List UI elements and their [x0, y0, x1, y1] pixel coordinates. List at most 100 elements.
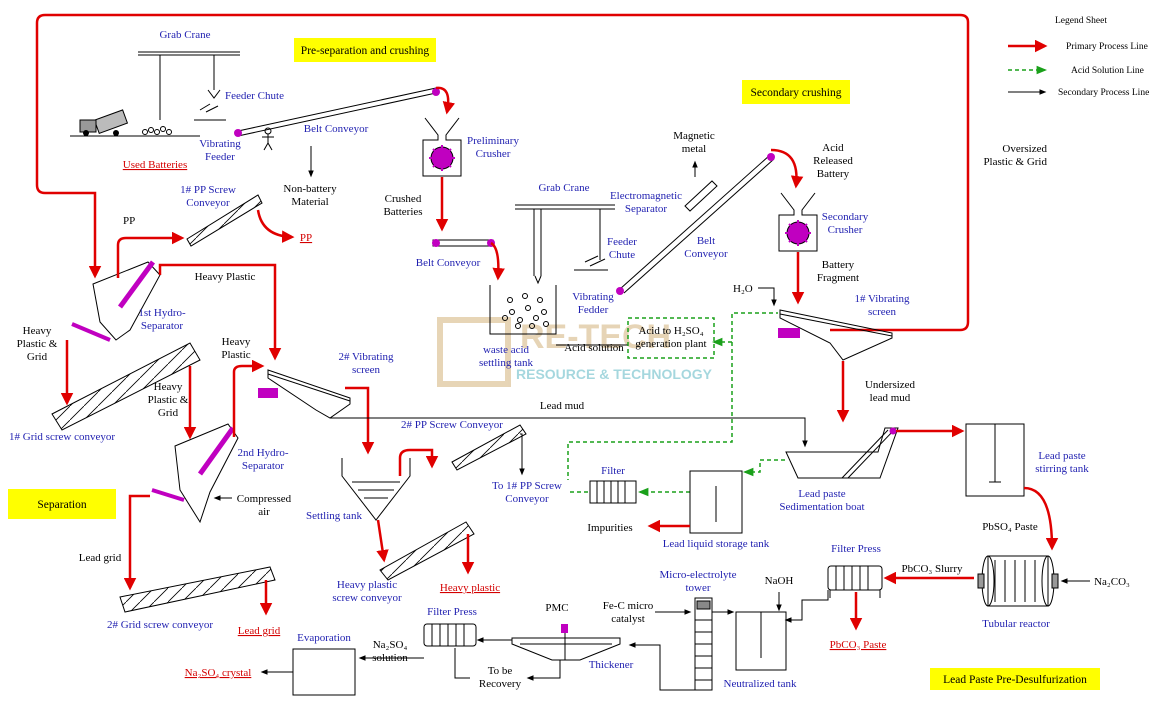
filter-unit: [589, 480, 637, 504]
vibrating-screen-1: [778, 309, 893, 361]
to-crusher-2-line: [770, 148, 804, 189]
section-desulfurization-bg: [930, 668, 1100, 690]
h2o-label: H₂O: [733, 283, 753, 295]
section-pre-separation: Pre-separation and crushing: [301, 45, 430, 57]
hydro-separator-1-label: 1st Hydro-Separator: [138, 307, 186, 332]
pp-up-line: [116, 231, 185, 278]
belt-conveyor-1: [237, 87, 437, 132]
grab-crane-1: [138, 51, 240, 120]
impurities-label: Impurities: [587, 522, 632, 534]
filter-label: Filter: [601, 465, 625, 477]
legend: Legend Sheet Primary Process Line Acid S…: [1008, 16, 1149, 98]
legend-acid-label: Acid Solution Line: [1071, 66, 1144, 76]
section-secondary-crushing: Secondary crushing: [750, 87, 841, 99]
neutralized-tank-label: Neutralized tank: [724, 678, 797, 690]
heavy-plastic-1-label: Heavy Plastic: [195, 271, 256, 283]
preliminary-crusher: [422, 117, 462, 177]
legend-title: Legend Sheet: [1055, 16, 1107, 26]
feeder-chute-2: [574, 255, 608, 271]
section-pre-separation-bg: [294, 38, 436, 62]
naoh-label: NaOH: [765, 575, 794, 587]
grid-screw-conveyor-1-label: 1# Grid screw conveyor: [9, 431, 115, 443]
used-batteries-label: Used Batteries: [123, 159, 187, 171]
feeder-chute-1-label: Feeder Chute: [225, 90, 284, 102]
lead-grid-label: Lead grid: [79, 552, 122, 564]
hydro-separator-2: [174, 423, 239, 524]
belt-conveyor-1-pulley: [234, 129, 242, 137]
pp-product-label: PP: [300, 232, 312, 244]
filter-press-1-label: Filter Press: [831, 543, 881, 555]
electromagnetic-separator: [684, 180, 718, 212]
lead-liquid-tank-label: Lead liquid storage tank: [663, 538, 770, 550]
thickener-label: Thickener: [589, 659, 634, 671]
feeder-chute-1: [194, 103, 226, 121]
hydro-separator-1: [92, 260, 161, 341]
grid-screw-conveyor-2-label: 2# Grid screw conveyor: [107, 619, 213, 631]
filter-press-1: [827, 565, 883, 598]
lead-grid-product-label: Lead grid: [238, 625, 281, 637]
legend-primary-label: Primary Process Line: [1066, 42, 1148, 52]
grid-screw-conveyor-1: [51, 342, 201, 431]
grab-crane-2: [515, 204, 615, 285]
pmc-dosing-icon: [561, 624, 568, 633]
pp-screw-conveyor-1: [186, 194, 263, 247]
belt-conveyor-3: [619, 154, 771, 290]
evaporation-label: Evaporation: [297, 632, 351, 644]
na2co3-label: Na₂CO₃: [1094, 576, 1130, 588]
acid-line-1: [711, 312, 778, 347]
watermark-logo: [437, 317, 511, 387]
micro-electrolyte-tower: [694, 597, 713, 691]
acid-solution-label: Acid solution: [564, 342, 624, 354]
belt-conveyor-2-label: Belt Conveyor: [416, 257, 481, 269]
thickener: [511, 637, 621, 661]
heavy-plastic-screw-conveyor: [379, 521, 475, 581]
pp-screw-conveyor-2: [451, 424, 527, 471]
waste-acid-tank: [489, 285, 557, 335]
evaporation-unit: [292, 648, 356, 696]
to-tank-line: [490, 241, 505, 281]
pp-screw-conveyor-2-label: 2# PP Screw Conveyor: [401, 419, 503, 431]
grab-crane-1-label: Grab Crane: [159, 29, 210, 41]
belt-conveyor-1-label: Belt Conveyor: [304, 123, 369, 135]
oversized-return-line: [35, 13, 970, 332]
grab-crane-2-label: Grab Crane: [538, 182, 589, 194]
pbso4-paste-label: PbSO₄ Paste: [982, 521, 1038, 533]
belt-conveyor-2: [432, 239, 494, 247]
secondary-crusher: [778, 192, 818, 252]
filter-press-2-label: Filter Press: [427, 606, 477, 618]
settling-tank-label: Settling tank: [306, 510, 362, 522]
na2so4-crystal-label: Na₂SO₄ crystal: [185, 667, 252, 679]
settling-tank: [341, 458, 411, 521]
vibrating-screen-2: [258, 369, 351, 419]
pbco3-paste-label: PbCO₃ Paste: [830, 639, 887, 651]
tubular-reactor: [977, 555, 1059, 607]
heavy-plastic-line: [158, 263, 282, 361]
worker-icon: [262, 127, 274, 151]
watermark-brand: RE-TECH: [520, 318, 671, 356]
lead-paste-sedimentation-boat: [785, 427, 899, 479]
pbco3-slurry-label: PbCO₃ Slurry: [902, 563, 963, 575]
to-crusher-1-line: [435, 86, 456, 115]
